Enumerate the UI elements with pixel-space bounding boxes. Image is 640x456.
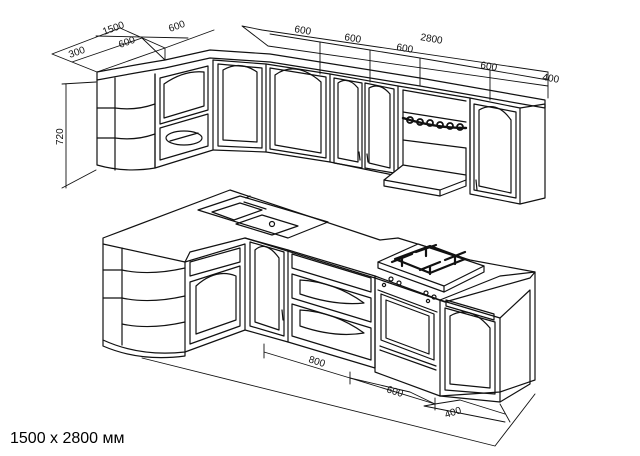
upper-hood-shelf (383, 85, 471, 197)
dim-top-2800: 2800 (419, 32, 443, 47)
lower-corner-shelf-unit (102, 243, 186, 359)
dim-bottom-800: 800 (307, 354, 327, 370)
dim-top-600-d: 600 (343, 32, 362, 46)
dim-top-600-f: 600 (479, 60, 498, 74)
dim-top-600-a: 600 (167, 19, 187, 35)
lower-cabinet-1 (184, 243, 246, 353)
dim-bottom-600: 600 (385, 384, 405, 400)
dim-height-720: 720 (55, 128, 66, 145)
lower-cabinets (102, 189, 536, 403)
dim-top-600-e: 600 (395, 42, 414, 56)
upper-cabinet-1 (154, 59, 214, 169)
hob (377, 243, 485, 300)
upper-cabinet-2 (212, 59, 267, 153)
upper-cabinet-3 (265, 63, 331, 163)
dim-bottom-400: 400 (444, 405, 464, 421)
upper-cabinet-4 (329, 73, 399, 177)
dim-top-600-c: 600 (293, 24, 312, 38)
caption: 1500 x 2800 мм (10, 430, 125, 447)
lower-cabinet-4 (439, 271, 536, 403)
dim-top-400: 400 (541, 72, 560, 86)
dim-top-1500: 1500 (101, 20, 126, 38)
upper-cabinets (96, 49, 546, 205)
sink (197, 195, 329, 239)
upper-corner-shelf-unit (96, 73, 156, 171)
dimension-lines (51, 25, 549, 447)
lower-cabinet-2 (244, 237, 289, 343)
upper-cabinet-5 (469, 97, 546, 205)
